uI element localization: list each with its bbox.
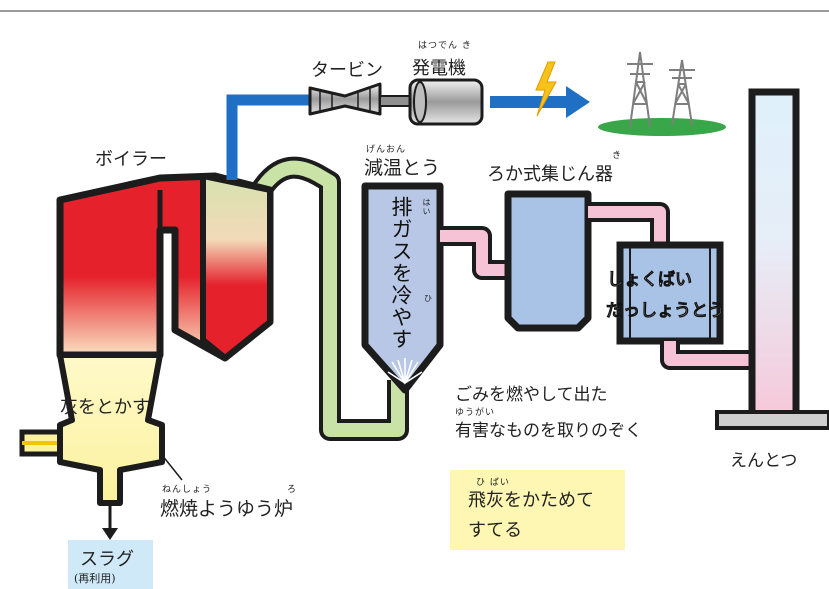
harmful-line2: 有害なものを取りのぞく bbox=[455, 421, 642, 441]
slag-box bbox=[68, 540, 153, 589]
catalyst-label-line2: だっしょうとう bbox=[606, 301, 726, 322]
harmful-line1: ごみを燃やして出た bbox=[455, 385, 608, 405]
exhaust-cooling-label: 排ガスを冷やす bbox=[389, 196, 413, 350]
fly-ash-box bbox=[450, 470, 625, 550]
boiler bbox=[56, 172, 274, 362]
turbine bbox=[308, 82, 411, 116]
bag-filter bbox=[504, 190, 592, 332]
cooling-tower-label: 減温とう bbox=[364, 157, 441, 179]
catalyst-label-line1: しょくばい bbox=[607, 270, 693, 291]
incinerator-ruby2: ろ bbox=[287, 485, 298, 495]
fly-ash-line2: すてる bbox=[468, 520, 523, 541]
harmful-ruby: ゆうがい bbox=[455, 408, 496, 418]
fly-ash-line1: 飛灰をかためて bbox=[468, 490, 594, 511]
electricity-arrow bbox=[490, 61, 590, 118]
incinerator-label: 燃焼ようゆう炉 bbox=[160, 498, 294, 520]
melting-furnace bbox=[19, 352, 183, 506]
catalyst-tower bbox=[616, 241, 724, 345]
exhaust-ruby-hi: ひ bbox=[424, 294, 433, 303]
generator-ruby: はつでん き bbox=[418, 41, 472, 51]
slag-sub-label: (再利用) bbox=[74, 572, 116, 585]
bag-filter-ruby: き bbox=[612, 151, 623, 161]
exhaust-ruby-hai: はい bbox=[422, 198, 431, 216]
power-line-towers bbox=[598, 51, 726, 136]
cooling-tower-ruby: げんおん bbox=[366, 145, 407, 155]
chimney bbox=[715, 88, 829, 430]
boiler-label: ボイラー bbox=[95, 149, 167, 170]
turbine-label: タービン bbox=[311, 60, 383, 81]
generator bbox=[408, 78, 484, 126]
generator-label: 発電機 bbox=[412, 58, 466, 79]
incinerator-ruby1: ねんしょう bbox=[162, 485, 213, 495]
fly-ash-ruby: ひ ばい bbox=[476, 478, 510, 488]
slag-label: スラグ bbox=[80, 549, 134, 570]
steam-pipe bbox=[226, 94, 310, 180]
bag-filter-label: ろか式集じん器 bbox=[487, 164, 613, 185]
chimney-label: えんとつ bbox=[730, 451, 798, 471]
melt-ash-label: 灰をとかす bbox=[60, 397, 150, 418]
cooling-tower bbox=[361, 182, 444, 394]
